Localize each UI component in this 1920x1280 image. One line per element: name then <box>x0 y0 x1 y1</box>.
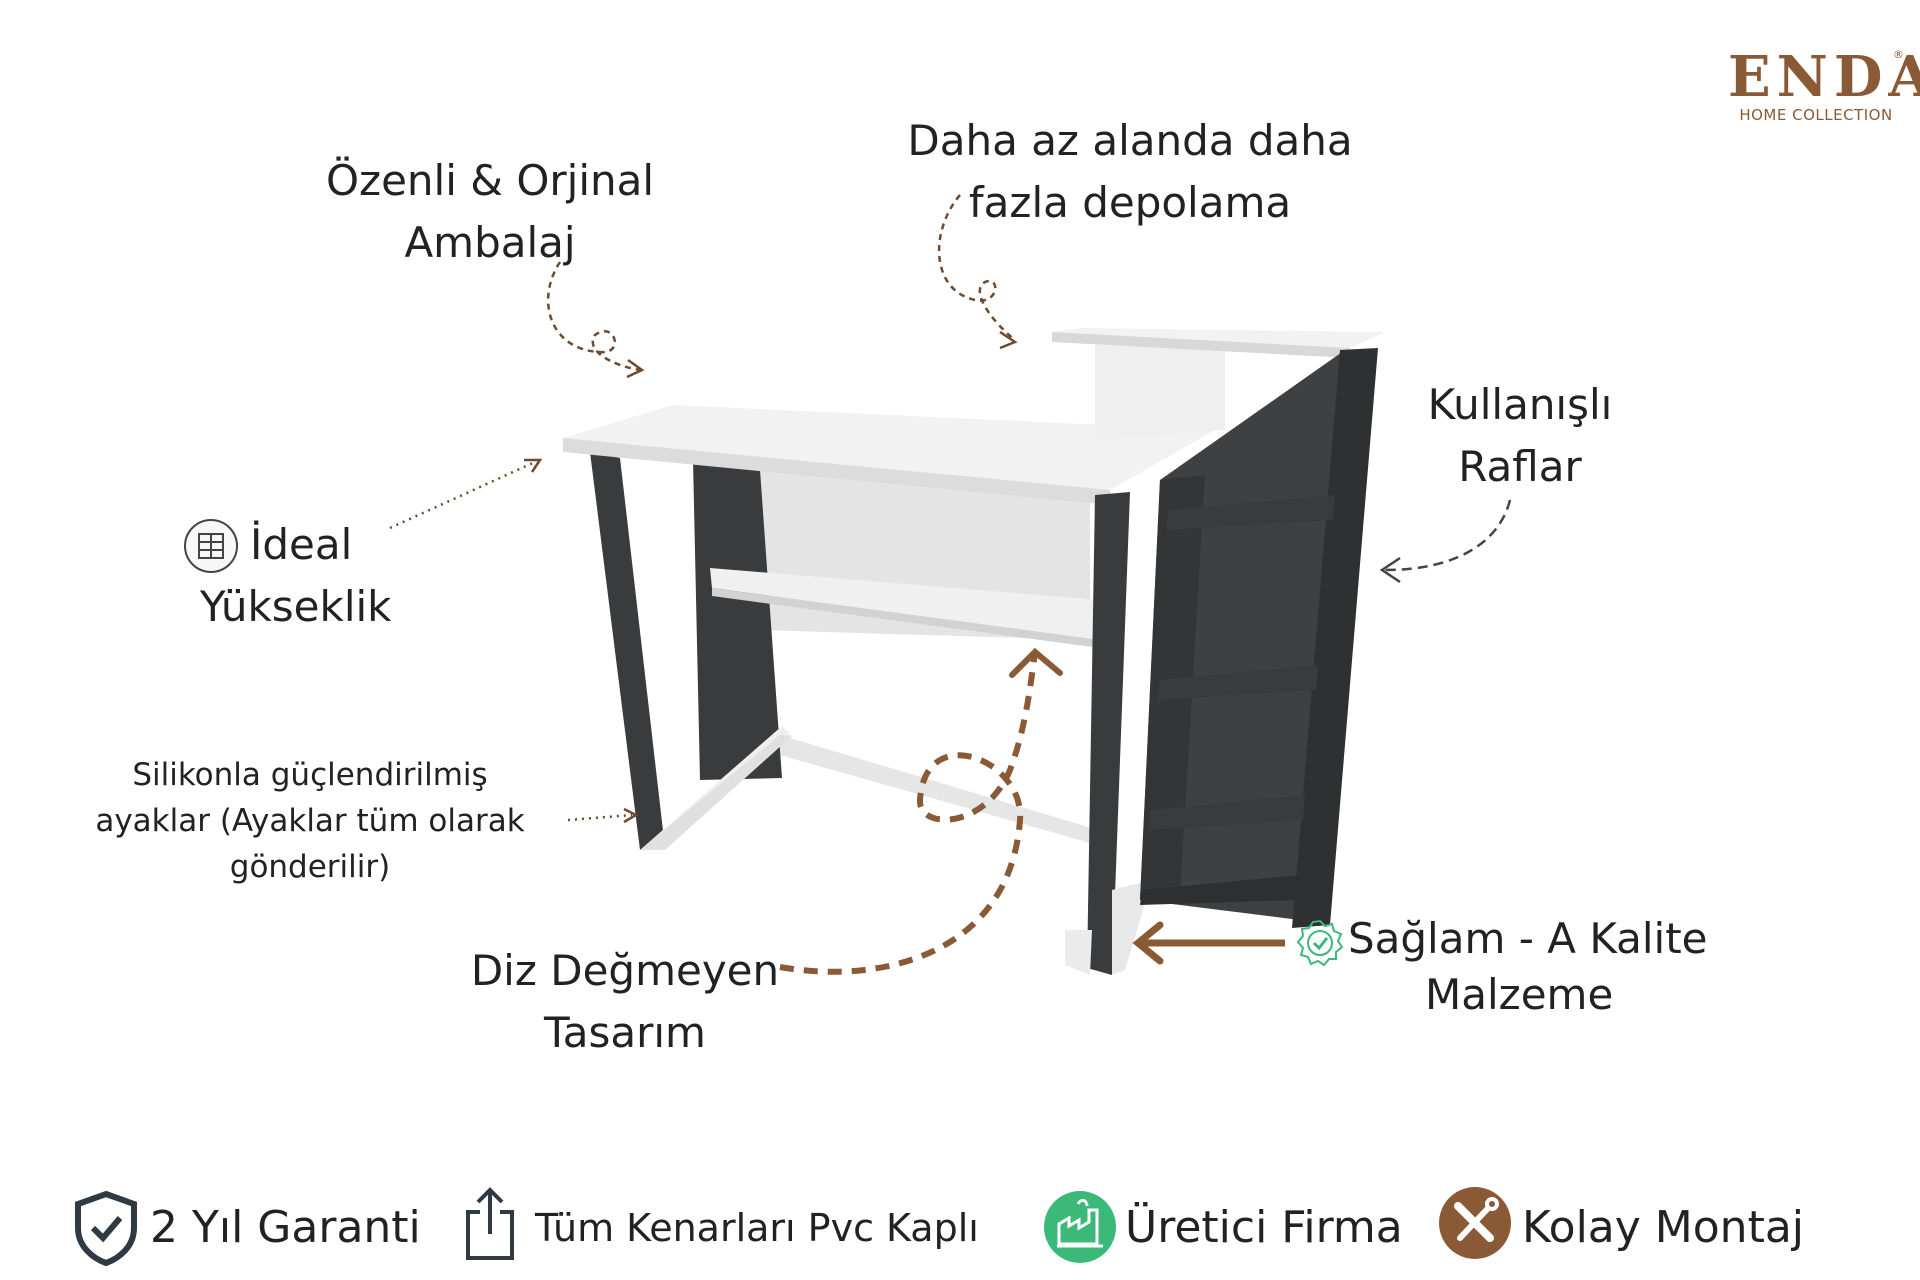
feature-height-line1: İdeal <box>250 520 353 569</box>
feature-packaging-line2: Ambalaj <box>404 218 576 267</box>
feature-storage: Daha az alanda daha fazla depolama <box>890 110 1370 234</box>
arrow-feet <box>567 813 633 822</box>
feature-height-line2: Yükseklik <box>200 582 392 631</box>
arrow-shelves <box>1384 499 1512 572</box>
shield-check-icon <box>72 1190 140 1267</box>
badge-assembly: Kolay Montaj <box>1522 1202 1805 1253</box>
arrow-shelves-head <box>1379 556 1401 584</box>
feature-feet-line1: Silikonla güçlendirilmiş <box>132 757 488 793</box>
desk-foot-right <box>1065 930 1092 975</box>
upper-shelf-support <box>1095 345 1225 440</box>
feature-material-line1: Sağlam - A Kalite <box>1348 914 1708 963</box>
desk-middle-shelf-edge <box>712 588 1100 648</box>
feature-shelves: Kullanışlı Raflar <box>1400 374 1640 498</box>
arrow-height <box>389 460 536 530</box>
registered-mark: ® <box>1893 48 1904 61</box>
desk-footrail-far <box>780 735 1115 850</box>
desk-top <box>563 405 1215 490</box>
bookcase-shelf-2 <box>1158 665 1318 700</box>
brand-tagline: HOME COLLECTION <box>1739 106 1893 124</box>
desk-middle-shelf <box>710 568 1100 640</box>
desk-leg-outer-left <box>590 452 665 850</box>
arrow-packaging-head <box>626 358 645 379</box>
feature-packaging: Özenli & Orjinal Ambalaj <box>300 150 680 274</box>
arrow-storage-head <box>999 330 1018 350</box>
feature-feet-line2: ayaklar (Ayaklar tüm olarak <box>95 803 525 839</box>
arrow-height-head <box>524 458 543 473</box>
furniture-icon <box>183 518 239 574</box>
feature-packaging-line1: Özenli & Orjinal <box>325 156 655 205</box>
feature-shelves-line2: Raflar <box>1458 442 1582 491</box>
desk-top-edge <box>563 438 1110 505</box>
share-upload-icon <box>462 1184 518 1264</box>
feature-material-line2: Malzeme <box>1425 970 1614 1019</box>
bookcase-right-side <box>1292 348 1378 928</box>
tools-icon <box>1438 1186 1512 1260</box>
bookcase-shelf-1 <box>1166 495 1335 530</box>
feature-knee-line2: Tasarım <box>544 1008 706 1057</box>
brand-name: ENDA <box>1728 44 1920 110</box>
badge-pvc: Tüm Kenarları Pvc Kaplı <box>535 1206 979 1250</box>
feature-shelves-line1: Kullanışlı <box>1427 380 1613 429</box>
upper-shelf-top <box>1052 328 1385 348</box>
factory-icon <box>1043 1190 1117 1264</box>
desk-leg-inner-left <box>693 460 782 780</box>
brand-logo: ENDA HOME COLLECTION <box>1728 44 1920 124</box>
arrow-knee <box>779 651 1038 975</box>
feature-feet-line3: gönderilir) <box>229 849 391 885</box>
feature-knee-line1: Diz Değmeyen <box>470 946 780 995</box>
feature-storage-line2: fazla depolama <box>968 178 1292 227</box>
arrow-knee-head <box>1009 647 1063 678</box>
bookcase-shelf-3 <box>1148 795 1305 830</box>
desk-foot-left-top <box>640 735 792 850</box>
arrow-packaging <box>546 261 641 372</box>
upper-shelf-edge <box>1052 332 1350 358</box>
feature-storage-line1: Daha az alanda daha <box>907 116 1353 165</box>
badge-manufacturer: Üretici Firma <box>1125 1202 1403 1253</box>
quality-check-icon <box>1295 918 1345 968</box>
feature-knee: Diz Değmeyen Tasarım <box>460 940 790 1064</box>
desk-leg-front-right <box>1087 492 1130 975</box>
arrow-storage <box>937 194 1016 341</box>
arrow-material-head <box>1132 921 1164 965</box>
badge-warranty: 2 Yıl Garanti <box>150 1202 421 1253</box>
bookcase-base <box>1140 875 1300 905</box>
arrow-feet-head <box>623 807 639 824</box>
feature-feet: Silikonla güçlendirilmiş ayaklar (Ayakla… <box>60 752 560 890</box>
